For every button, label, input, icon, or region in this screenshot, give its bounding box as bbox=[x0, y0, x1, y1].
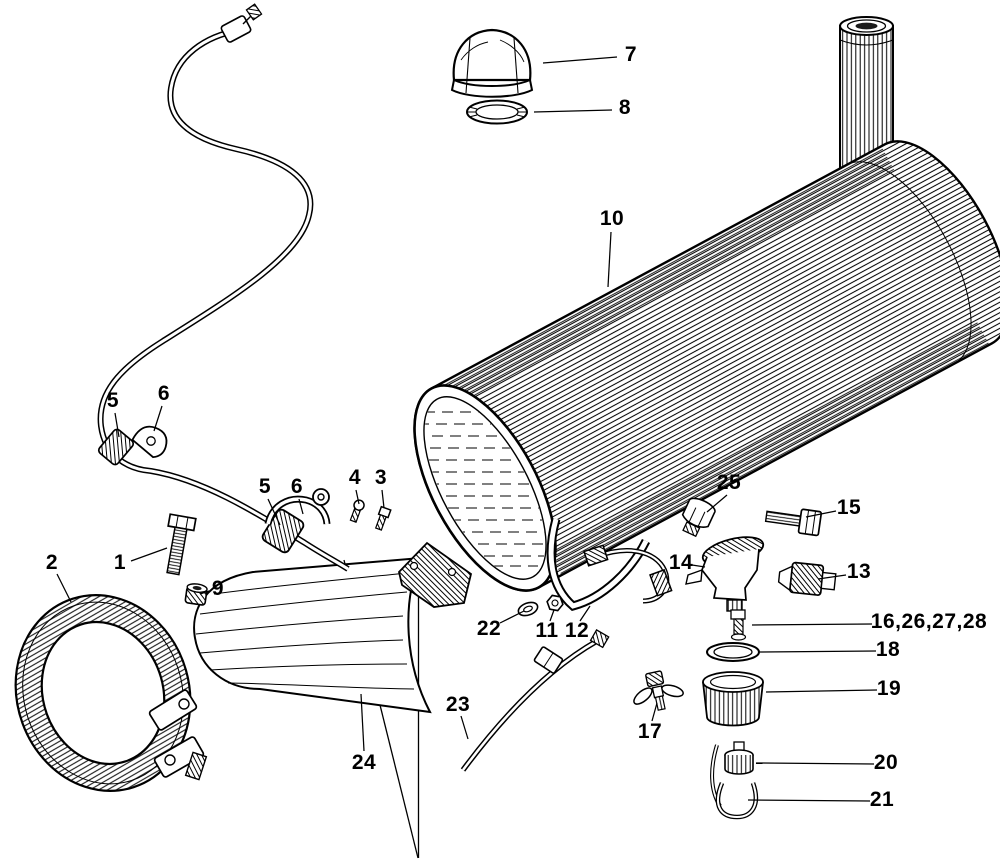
fuel-cock-body bbox=[685, 536, 765, 612]
leader-line-14 bbox=[691, 564, 706, 568]
pipe-clamp-1 bbox=[131, 425, 168, 459]
fuel-hose bbox=[583, 544, 673, 601]
bowl-nut bbox=[724, 741, 754, 775]
bracket-nut bbox=[546, 594, 564, 612]
strap-lugs bbox=[148, 689, 208, 781]
strap-bolt bbox=[166, 513, 197, 576]
fuel-pipe bbox=[101, 3, 348, 569]
leader-line-11 bbox=[549, 609, 555, 622]
leader-line-20 bbox=[755, 762, 875, 765]
leader-line-5 bbox=[114, 412, 120, 438]
clamp-washer-screw bbox=[349, 499, 365, 523]
gasket-ring bbox=[706, 642, 760, 662]
cap-washer bbox=[466, 99, 528, 125]
bracket-washer bbox=[517, 601, 539, 617]
leader-line-8 bbox=[533, 109, 613, 113]
leader-line-7 bbox=[542, 56, 618, 64]
leader-line-24 bbox=[360, 693, 365, 752]
leader-line-22 bbox=[499, 610, 525, 624]
leader-line-4 bbox=[355, 489, 360, 505]
leader-line-5 bbox=[267, 498, 281, 526]
leader-line-19 bbox=[765, 689, 878, 693]
pipe-grommet-1 bbox=[97, 428, 135, 466]
leader-line-3 bbox=[381, 489, 385, 509]
leader-line-23 bbox=[460, 715, 469, 740]
drain-tube bbox=[463, 629, 610, 770]
leader-line-25 bbox=[706, 494, 728, 513]
leader-line-21 bbox=[747, 799, 871, 802]
outlet-union bbox=[777, 561, 837, 596]
leader-line-6 bbox=[298, 498, 304, 515]
leader-line-1 bbox=[130, 547, 168, 562]
fuel-tank bbox=[410, 140, 1000, 592]
leader-line-16,26,27,28 bbox=[751, 623, 873, 626]
leader-line-9 bbox=[199, 590, 210, 595]
heat-shield bbox=[193, 556, 432, 714]
spacer-nut bbox=[184, 583, 208, 606]
mounting-strap bbox=[14, 594, 208, 792]
leader-line-2 bbox=[56, 573, 72, 603]
clamp-screw bbox=[374, 505, 392, 531]
drain-valve bbox=[633, 670, 684, 711]
pipe-banjo-fitting bbox=[220, 3, 263, 43]
hose-fitting-b bbox=[649, 568, 673, 597]
glass-bowl bbox=[702, 671, 764, 727]
flange-bolt bbox=[764, 508, 823, 537]
leader-line-17 bbox=[651, 702, 658, 722]
leader-line-6 bbox=[153, 405, 163, 432]
leader-line-18 bbox=[759, 650, 877, 653]
pipe-clamp-2 bbox=[264, 488, 331, 526]
leader-line-12 bbox=[579, 605, 591, 622]
leader-line-10 bbox=[607, 231, 612, 288]
filler-cap bbox=[450, 28, 534, 98]
bowl-bail bbox=[710, 744, 756, 817]
valve-stem-parts bbox=[730, 609, 747, 641]
hose-fitting-a bbox=[583, 544, 609, 567]
leader-line-13 bbox=[817, 574, 847, 580]
leader-line-15 bbox=[805, 510, 837, 518]
tank-mount-foot bbox=[398, 541, 473, 608]
